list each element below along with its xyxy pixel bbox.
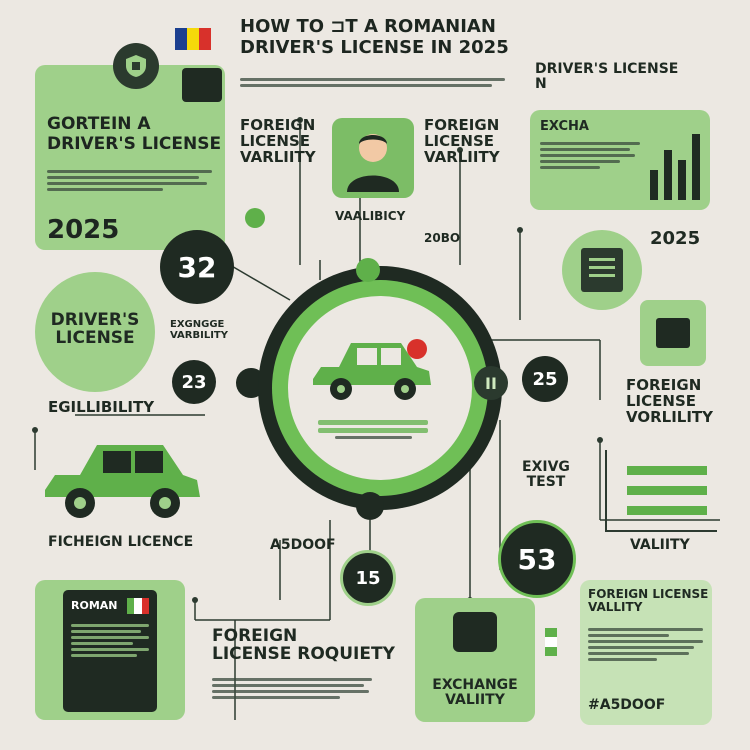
play-icon-top bbox=[356, 258, 380, 282]
drivers-circle-line1: DRIVER'S bbox=[50, 310, 140, 330]
check-icon-bottom bbox=[356, 492, 384, 520]
foreign-validity-left-3: VARLIITY bbox=[240, 147, 316, 166]
hand-icon-tile bbox=[640, 300, 706, 366]
avatar bbox=[332, 118, 414, 198]
subtitle-text bbox=[240, 78, 505, 87]
validity-label: VAALIBICY bbox=[335, 209, 406, 223]
exchange-validity-panel: EXCHANGE VALIITY bbox=[415, 598, 535, 722]
exchange-chart-panel: EXCHA bbox=[530, 110, 710, 210]
romanian-document-title: ROMAN bbox=[71, 599, 118, 612]
badge-32: 32 bbox=[160, 230, 234, 304]
document-icon bbox=[581, 248, 623, 292]
user-icon bbox=[347, 134, 399, 192]
drivers-license-top-right: DRIVER'S LICENSE N bbox=[535, 62, 678, 91]
foreign-license-validity-code: #A5DOOF bbox=[588, 697, 666, 713]
flag-small-icon bbox=[545, 628, 557, 656]
drivers-license-top-right-1: DRIVER'S LICENSE bbox=[535, 61, 679, 77]
exchange-variability-line1: EXGNGGE bbox=[170, 319, 225, 330]
exchange-test-line2: TEST bbox=[526, 473, 566, 490]
page-title-line1: HOW TO ⊐T A ROMANIAN bbox=[240, 16, 496, 37]
foreign-right-line2: LICENSE bbox=[626, 391, 696, 410]
badge-15: 15 bbox=[340, 550, 396, 606]
exchange-test-line1: EXIVG bbox=[522, 459, 570, 475]
foreign-requirement-line1: FOREIGN bbox=[212, 626, 298, 646]
foreign-validity-right-2: LICENSE bbox=[424, 131, 494, 150]
exchange-validity-line1: EXCHANGE bbox=[432, 677, 518, 693]
car-illustration-left bbox=[45, 445, 200, 518]
foreign-validity-title-line2: VALLITY bbox=[588, 599, 643, 614]
foreign-license-validity-panel: FOREIGN LICENSE VALLITY #A5DOOF bbox=[580, 580, 712, 725]
exchange-variability-label: EXGNGGE VARBILITY bbox=[170, 319, 228, 341]
flag-icon bbox=[175, 28, 211, 50]
foreign-license-validity-text bbox=[588, 628, 703, 661]
drivers-license-circle: DRIVER'S LICENSE bbox=[35, 272, 155, 392]
shield-icon bbox=[113, 43, 159, 89]
terminal-icon bbox=[453, 612, 497, 652]
exchange-chart-text bbox=[540, 142, 640, 169]
validity-chart-label: VALIITY bbox=[630, 537, 690, 553]
foreign-validity-left: FOREIGN LICENSE VARLIITY bbox=[240, 116, 316, 166]
center-caption bbox=[318, 420, 428, 439]
bar-chart-icon bbox=[650, 130, 702, 200]
foreign-license-requirement: FOREIGN LICENSE ROQUIETY bbox=[212, 626, 395, 664]
exchange-chart-heading: EXCHA bbox=[540, 119, 589, 134]
year-right-label: 2025 bbox=[650, 228, 701, 249]
tile-icon bbox=[182, 68, 222, 102]
badge-53: 53 bbox=[498, 520, 576, 598]
foreign-validity-left-1: FOREIGN bbox=[240, 116, 316, 134]
foreign-validity-right: FOREIGN LICENSE VARLIITY bbox=[424, 116, 500, 166]
document-circle bbox=[562, 230, 642, 310]
drivers-license-circle-text: DRIVER'S LICENSE bbox=[49, 310, 141, 348]
romanian-document-icon: ROMAN bbox=[63, 590, 157, 712]
exchange-variability-line2: VARBILITY bbox=[170, 329, 228, 341]
car-illustration-center bbox=[313, 339, 431, 400]
foreign-license-validity-title: FOREIGN LICENSE VALLITY bbox=[588, 588, 708, 613]
pin-icon bbox=[245, 208, 265, 228]
page-title: HOW TO ⊐T A ROMANIAN DRIVER'S LICENSE IN… bbox=[240, 16, 540, 58]
hand-icon bbox=[656, 318, 690, 348]
foreign-requirement-text bbox=[212, 678, 372, 699]
drivers-license-top-right-2: N bbox=[535, 75, 547, 92]
obtain-description bbox=[47, 170, 212, 191]
foreign-requirement-line2: LICENSE ROQUIETY bbox=[212, 643, 395, 664]
exchange-test-label: EXIVG TEST bbox=[522, 460, 570, 489]
badge-23-left: 23 bbox=[172, 360, 216, 404]
central-ring bbox=[258, 266, 502, 510]
exchange-validity-line2: VALIITY bbox=[445, 691, 505, 708]
exchange-validity-text: EXCHANGE VALIITY bbox=[415, 678, 535, 707]
eligibility-label: EGILLIBILITY bbox=[48, 398, 155, 416]
obtain-year: 2025 bbox=[47, 215, 120, 245]
fichein-license-label: FICHEIGN LICENCE bbox=[48, 534, 194, 550]
foreign-validity-right-3: VARLIITY bbox=[424, 147, 500, 166]
badge-25-right: 25 bbox=[522, 356, 568, 402]
romanian-document-panel: ROMAN bbox=[35, 580, 185, 720]
code-a5doof-label: A5DOOF bbox=[270, 537, 336, 553]
bar-chart-right bbox=[605, 450, 717, 532]
foreign-right-line3: VORLILITY bbox=[626, 407, 714, 426]
document-body bbox=[71, 624, 149, 657]
pause-icon: II bbox=[474, 366, 508, 400]
foreign-validity-right-1: FOREIGN bbox=[424, 116, 500, 134]
foreign-right-line1: FOREIGN bbox=[626, 376, 702, 394]
obtain-license-heading: GORTEIN A DRIVER'S LICENSE bbox=[47, 114, 222, 154]
code-label: 20BO bbox=[424, 231, 461, 245]
obtain-heading-line2: DRIVER'S LICENSE bbox=[47, 133, 222, 154]
foreign-validity-title-line1: FOREIGN LICENSE bbox=[588, 587, 709, 601]
page-title-line2: DRIVER'S LICENSE IN 2025 bbox=[240, 37, 509, 58]
drivers-circle-line2: LICENSE bbox=[55, 327, 135, 348]
foreign-license-right: FOREIGN LICENSE VORLILITY bbox=[626, 376, 714, 426]
obtain-heading-line1: GORTEIN A bbox=[47, 114, 151, 134]
foreign-validity-left-2: LICENSE bbox=[240, 131, 310, 150]
document-flag-icon bbox=[127, 598, 149, 614]
